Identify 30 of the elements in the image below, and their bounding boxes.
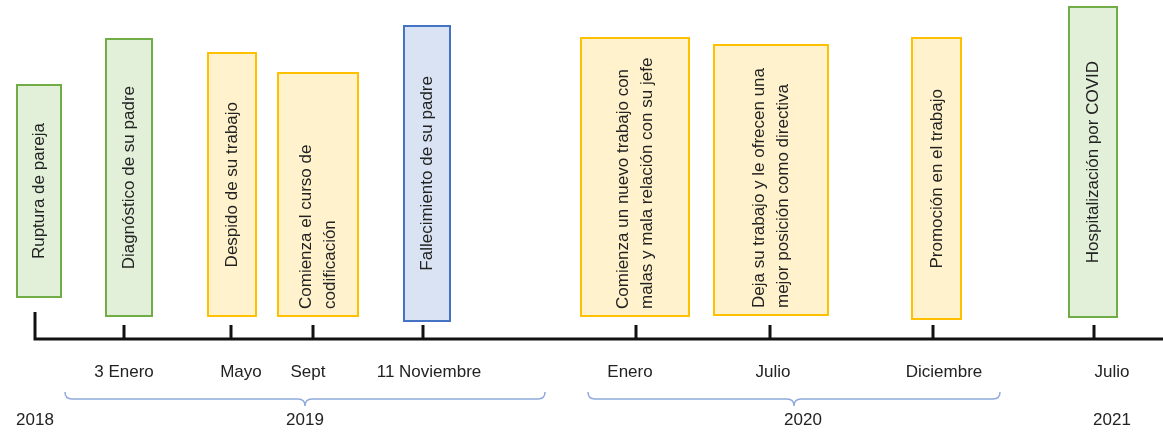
date-label: Diciembre [905,362,983,382]
event-label: Comienza el curso de codificación [295,143,340,309]
year-label: 2020 [784,410,822,430]
event-box [207,52,257,317]
event-box [277,72,359,317]
event-label: Comienza un nuevo trabajo con malas y mala relación con su jefe [612,56,657,309]
event-label: Despido de su trabajo [221,101,242,268]
year-label: 2019 [286,410,324,430]
date-label: Enero [607,362,653,382]
event-box [403,25,451,322]
event-label: Hospitalización por COVID [1082,60,1103,264]
date-label: Sept [290,362,326,382]
event-label: Fallecimiento de su padre [416,76,437,271]
year-label: 2018 [16,410,54,430]
event-box [1068,6,1118,318]
date-label: Julio [1094,362,1130,382]
event-label: Deja su trabajo y le ofrecen una mejor posición como directiva [748,66,793,308]
event-box [580,37,690,317]
event-box [713,44,829,316]
event-label: Diagnóstico de su padre [118,85,139,270]
event-box [16,84,62,298]
event-box [911,37,962,320]
date-label: Mayo [220,362,262,382]
event-box [105,38,153,317]
year-label: 2021 [1093,410,1131,430]
date-label: 11 Noviembre [376,362,482,382]
date-label: 3 Enero [94,362,154,382]
date-label: Julio [755,362,791,382]
event-label: Ruptura de pareja [28,122,49,260]
event-label: Promoción en el trabajo [925,88,947,269]
